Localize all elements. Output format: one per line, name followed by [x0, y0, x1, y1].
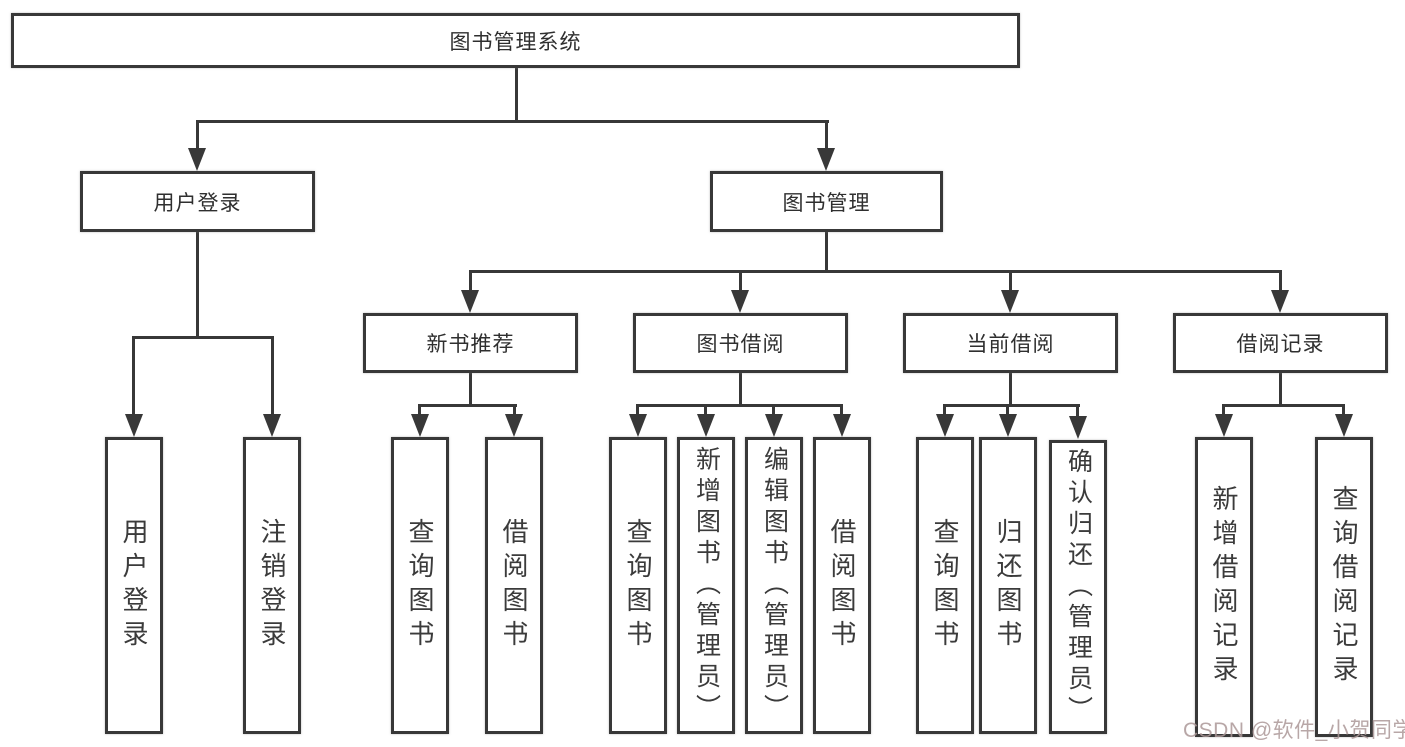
arrow-to-d1: [1215, 414, 1233, 437]
connector-current-hbar: [943, 404, 1080, 407]
leaf-borrow-borrow-books-label: 借阅图书: [827, 517, 857, 654]
arrow-to-user-login: [188, 148, 206, 171]
leaf-logout-label: 注销登录: [257, 517, 287, 654]
connector-drop-leaf-logout: [271, 336, 274, 416]
connector-drop-c3: [1076, 404, 1079, 416]
node-book-management: 图书管理: [710, 171, 943, 232]
leaf-current-query-books-label: 查询图书: [930, 517, 960, 654]
arrow-to-b1: [629, 414, 647, 437]
connector-drop-book-mgmt: [825, 120, 828, 151]
connector-level3-hbar: [469, 270, 1282, 273]
leaf-recommend-query-books-label: 查询图书: [405, 517, 435, 654]
node-current-borrow: 当前借阅: [903, 313, 1118, 373]
arrow-to-recommend: [461, 290, 479, 313]
connector-user-hbar: [132, 336, 274, 339]
leaf-records-add-record: 新增借阅记录: [1195, 437, 1253, 737]
arrow-to-borrow: [731, 290, 749, 313]
node-new-book-recommend: 新书推荐: [363, 313, 578, 373]
connector-level1-hbar: [196, 120, 829, 123]
leaf-borrow-add-books-admin-label: 新增图书（管理员）: [692, 446, 721, 725]
connector-user-riser: [196, 229, 199, 338]
arrow-to-a1: [411, 414, 429, 437]
leaf-records-add-record-label: 新增借阅记录: [1209, 485, 1239, 689]
leaf-recommend-borrow-books: 借阅图书: [485, 437, 543, 734]
connector-records-riser: [1279, 371, 1282, 407]
csdn-watermark: CSDN @软件_小贺同学: [1183, 719, 1405, 742]
leaf-current-confirm-return-admin: 确认归还（管理员）: [1049, 440, 1107, 734]
leaf-borrow-edit-books-admin-label: 编辑图书（管理员）: [760, 446, 789, 725]
leaf-borrow-edit-books-admin: 编辑图书（管理员）: [745, 437, 803, 734]
leaf-current-confirm-return-admin-label: 确认归还（管理员）: [1064, 447, 1093, 727]
leaf-user-login-label: 用户登录: [119, 517, 149, 654]
leaf-borrow-borrow-books: 借阅图书: [813, 437, 871, 734]
leaf-user-login: 用户登录: [105, 437, 163, 734]
connector-recommend-riser: [469, 371, 472, 407]
leaf-records-query-record-label: 查询借阅记录: [1329, 485, 1359, 689]
leaf-current-return-books: 归还图书: [979, 437, 1037, 734]
arrow-to-current: [1001, 290, 1019, 313]
leaf-records-query-record: 查询借阅记录: [1315, 437, 1373, 737]
connector-drop-records: [1279, 270, 1282, 292]
connector-drop-leaf-login: [132, 336, 135, 416]
connector-borrow-hbar: [636, 404, 843, 407]
arrow-to-d2: [1335, 414, 1353, 437]
connector-drop-c1: [943, 404, 946, 416]
leaf-current-query-books: 查询图书: [916, 437, 974, 734]
connector-records-hbar: [1222, 404, 1345, 407]
connector-root-riser: [515, 67, 518, 122]
leaf-logout: 注销登录: [243, 437, 301, 734]
arrow-to-c1: [936, 414, 954, 437]
arrow-to-c3: [1069, 416, 1087, 439]
connector-drop-c2: [1006, 404, 1009, 416]
connector-book-riser: [825, 229, 828, 272]
connector-drop-borrow: [739, 270, 742, 292]
connector-drop-d1: [1222, 404, 1225, 416]
connector-drop-recommend: [469, 270, 472, 292]
node-borrow-records: 借阅记录: [1173, 313, 1388, 373]
leaf-borrow-add-books-admin: 新增图书（管理员）: [677, 437, 735, 734]
connector-drop-b3: [772, 404, 775, 416]
connector-recommend-hbar: [418, 404, 517, 407]
arrow-to-b2: [697, 414, 715, 437]
connector-drop-d2: [1342, 404, 1345, 416]
node-user-login: 用户登录: [80, 171, 315, 232]
node-library-system: 图书管理系统: [11, 13, 1020, 68]
connector-current-riser: [1009, 371, 1012, 407]
arrow-to-b3: [765, 414, 783, 437]
arrow-to-records: [1271, 290, 1289, 313]
arrow-to-b4: [833, 414, 851, 437]
connector-drop-a1: [418, 404, 421, 416]
leaf-borrow-query-books-label: 查询图书: [623, 517, 653, 654]
connector-drop-b2: [704, 404, 707, 416]
leaf-current-return-books-label: 归还图书: [993, 517, 1023, 654]
arrow-to-leaf-login: [125, 414, 143, 437]
leaf-recommend-borrow-books-label: 借阅图书: [499, 517, 529, 654]
arrow-to-leaf-logout: [263, 414, 281, 437]
connector-drop-b1: [636, 404, 639, 416]
arrow-to-a2: [505, 414, 523, 437]
connector-drop-b4: [840, 404, 843, 416]
leaf-recommend-query-books: 查询图书: [391, 437, 449, 734]
connector-drop-current: [1009, 270, 1012, 292]
arrow-to-c2: [999, 414, 1017, 437]
connector-drop-a2: [513, 404, 516, 416]
arrow-to-book-mgmt: [817, 148, 835, 171]
node-book-borrow: 图书借阅: [633, 313, 848, 373]
leaf-borrow-query-books: 查询图书: [609, 437, 667, 734]
connector-borrow-riser: [739, 371, 742, 407]
connector-drop-user-login: [196, 120, 199, 151]
